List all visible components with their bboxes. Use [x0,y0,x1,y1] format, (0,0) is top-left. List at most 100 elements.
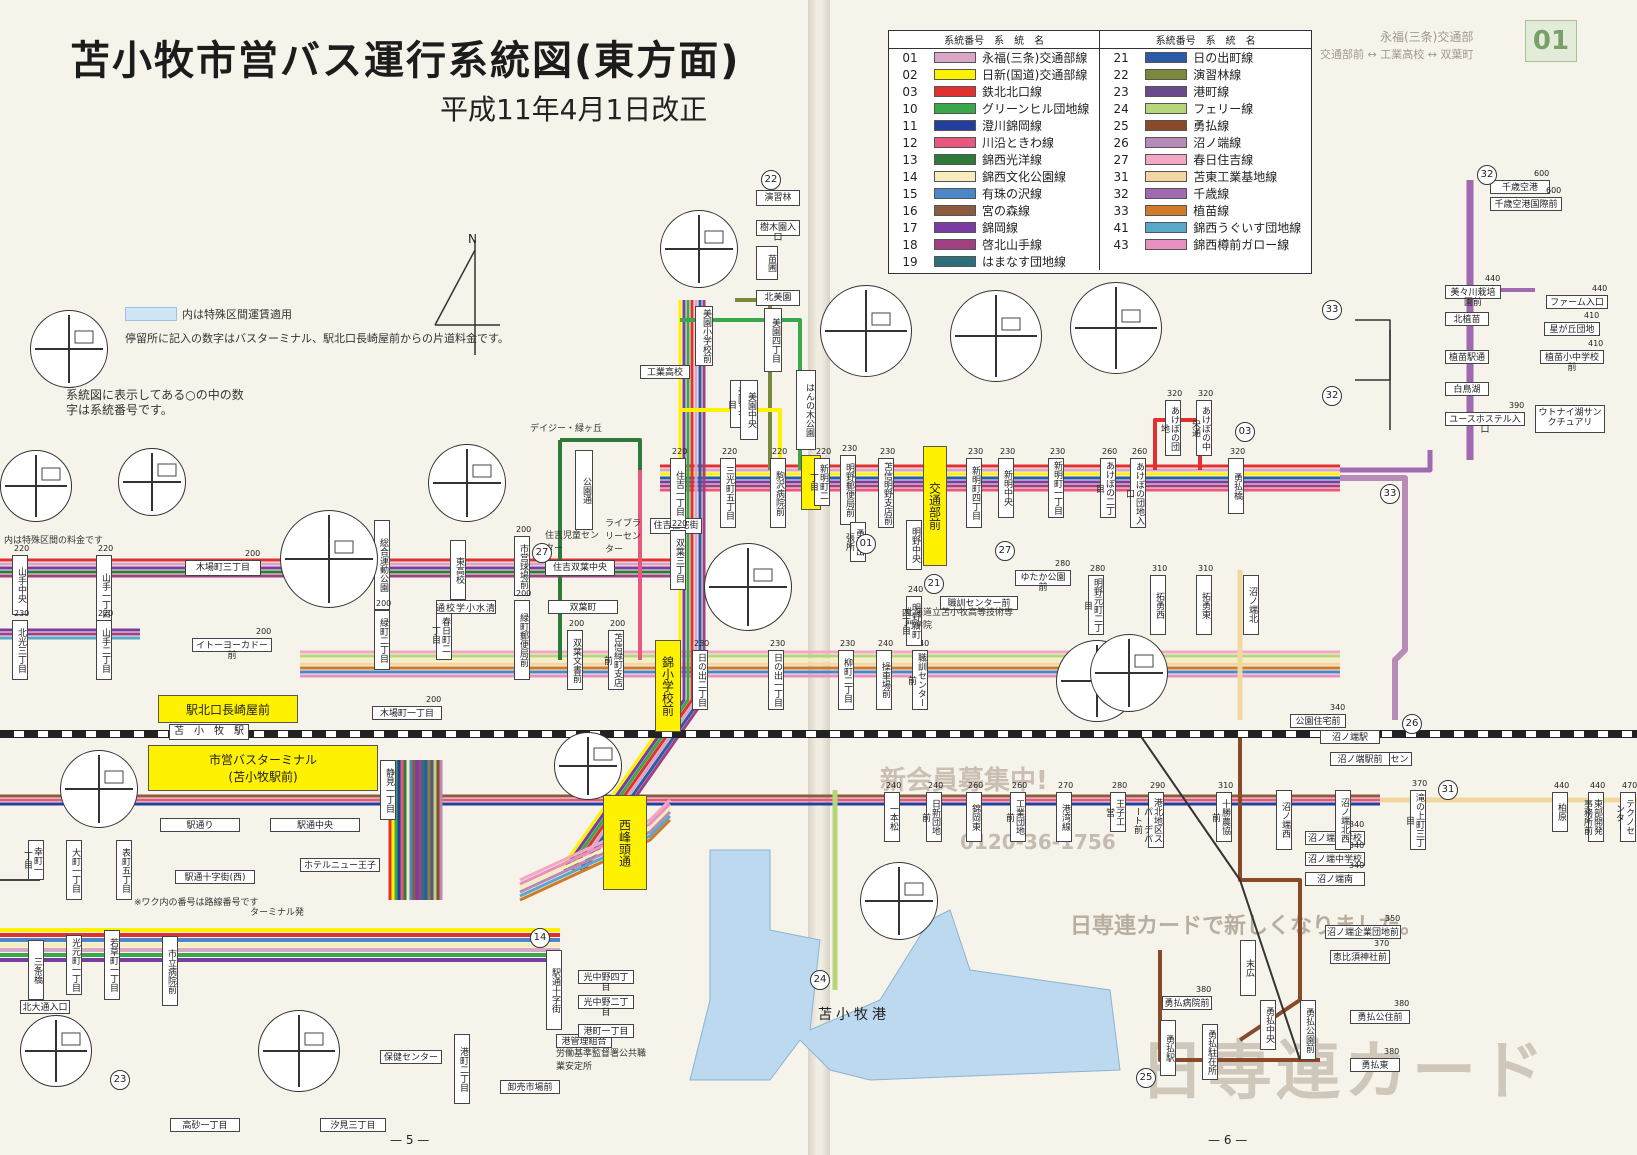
bus-stop[interactable]: 操車場前 [876,650,892,710]
bus-stop[interactable]: 保健センター [380,1050,442,1064]
bus-stop[interactable]: 港湾線 [1056,792,1072,842]
bus-stop[interactable]: 白鳥湖 [1445,382,1489,396]
tomakomai-station[interactable]: 苫 小 牧 駅 [169,724,249,740]
bus-stop[interactable]: ユースホステル入口 [1445,412,1525,435]
bus-stop[interactable]: 港北地区スーパーデパート前 [1132,792,1164,848]
bus-stop[interactable]: あけぼの団地 [1159,400,1181,456]
bus-stop[interactable]: 木場町三丁目 [185,560,261,576]
bus-stop[interactable]: 新明町四丁目 [966,458,982,528]
bus-stop[interactable]: 拓勇西 [1150,575,1166,635]
bus-stop[interactable]: 駒沢病院前 [770,458,786,528]
bus-stop[interactable]: 駅通中央 [270,818,360,832]
bus-stop[interactable]: 緑町二丁目 [374,610,390,670]
bus-stop[interactable]: 港町二丁目 [454,1034,470,1104]
bus-stop[interactable]: 港町一丁目 [578,1024,634,1038]
bus-stop[interactable]: 勇払公園前 [1300,1000,1316,1060]
bus-stop[interactable]: 光元町一丁目 [66,935,82,995]
bus-stop[interactable]: 十勝農協前 [1210,792,1232,842]
bus-stop[interactable]: 植苗駅通 [1445,350,1489,364]
nishimine-terminal[interactable]: 西峰頭通 [603,795,647,890]
bus-stop[interactable]: 幸町一丁目 [22,840,44,880]
bus-stop[interactable]: 東部開発事務所前 [1582,792,1604,842]
bus-stop[interactable]: 沼ノ端駅前 [1330,752,1390,766]
bus-stop[interactable]: 双葉町 [548,600,618,614]
bus-stop[interactable]: 山手二丁目 [96,620,112,680]
bus-stop[interactable]: 双葉三丁目 [670,530,686,590]
bus-stop[interactable]: 明野元町二丁目 [1082,575,1104,635]
bus-stop[interactable]: 明野新町四丁目 [900,596,922,646]
bus-stop[interactable]: イトーヨーカドー前 [192,638,272,661]
bus-stop[interactable]: あけぼの二丁目 [1094,458,1116,518]
bus-stop[interactable]: 勇払東 [1350,1058,1400,1072]
bus-stop[interactable]: 勇払橋 [1228,458,1244,514]
bus-stop[interactable]: 美園四丁目 [764,308,782,372]
bus-stop[interactable]: 苫信緑町支店前 [602,630,624,690]
bus-stop[interactable]: 樹木園入口 [756,220,800,243]
bus-stop[interactable]: 清水小学校通 [434,600,496,614]
bus-stop[interactable]: 新明町一丁目 [1048,458,1064,518]
bus-stop[interactable]: 沼ノ端企業団地前 [1325,925,1401,939]
bus-stop[interactable]: 美園小学校前 [695,306,713,366]
bus-stop[interactable]: 美々川栽培園前 [1445,285,1501,308]
bus-stop[interactable]: 駅通り [160,818,240,832]
bus-stop[interactable]: 工業高校 [640,365,690,379]
bus-stop[interactable]: 美園中央 [740,380,758,440]
bus-stop[interactable]: 沼ノ端北 [1243,575,1259,635]
bus-stop[interactable]: ホテルニュー王子 [300,858,380,872]
bus-stop[interactable]: 沼ノ端北西 [1335,790,1351,850]
bus-stop[interactable]: 表町五丁目 [116,840,132,900]
bus-stop[interactable]: ファーム入口 [1546,295,1608,309]
bus-stop[interactable]: 駅通十字街 [546,950,562,1030]
bus-stop[interactable]: 王子工営 [1104,792,1126,832]
bus-stop[interactable]: 千歳空港国際前 [1490,197,1562,211]
bus-stop[interactable]: 高砂一丁目 [170,1118,240,1132]
bus-stop[interactable]: ウトナイ湖サンクチュアリ [1535,405,1605,433]
bus-stop[interactable]: 三条橋 [28,940,44,1000]
bus-stop[interactable]: 沼ノ端中学校 [1305,852,1365,866]
bus-stop[interactable]: 苫信明野支店前 [878,458,894,528]
bus-stop[interactable]: 沼ノ端駅 [1320,730,1380,744]
bus-stop[interactable]: 光中野二丁目 [578,995,634,1018]
bus-stop[interactable]: 演習林 [756,190,800,206]
bus-stop[interactable]: 北光三丁目 [12,620,28,680]
bus-stop[interactable]: 錦岡東 [966,792,982,842]
bus-stop[interactable]: 双葉文書前 [567,630,583,690]
bus-stop[interactable]: 職訓センター前 [906,650,928,710]
bus-stop[interactable]: 静見一丁目 [380,760,396,820]
bus-stop[interactable]: 勇払駅 [1160,1020,1176,1076]
bus-stop[interactable]: 勇払公住前 [1350,1010,1410,1024]
bus-stop[interactable]: 公園住宅前 [1290,714,1346,728]
bus-stop[interactable]: 新明中央 [998,458,1014,518]
bus-stop[interactable]: テクノセンター [1614,792,1636,842]
north-exit-terminal[interactable]: 駅北口長崎屋前 [158,695,298,723]
bus-stop[interactable]: 職訓センター前 [940,596,1018,610]
bus-stop[interactable]: 柳町二丁目 [838,650,854,710]
bus-stop[interactable]: 滝の上町三丁目 [1404,790,1426,850]
bus-stop[interactable]: はんの木公園 [796,370,816,450]
bus-stop[interactable]: 木場町一丁目 [372,706,442,720]
bus-stop[interactable]: 日の出二丁目 [692,650,708,710]
bus-stop[interactable]: 北美園 [756,290,800,306]
bus-stop[interactable]: 拓勇東 [1196,575,1212,635]
bus-stop[interactable]: 勇払病院前 [1162,996,1212,1010]
bus-stop[interactable]: 明野郵便局前 [840,455,856,525]
bus-stop[interactable]: 市立病院前 [162,936,178,1006]
bus-stop[interactable]: 春日町二丁目 [430,610,452,660]
bus-stop[interactable]: 山手一丁目 [96,555,112,635]
bus-stop[interactable]: 植苗小中学校前 [1540,350,1604,373]
bus-stop[interactable]: 柏原 [1552,792,1568,832]
bus-stop[interactable]: 日新団地前 [920,792,942,842]
bus-stop[interactable]: 勇払中央 [1260,1000,1276,1050]
bus-terminal[interactable]: 市営バスターミナル (苫小牧駅前) [148,745,378,791]
bus-stop[interactable]: 新明町二丁目 [808,458,830,506]
bus-stop[interactable]: 住吉双葉中央 [545,560,615,576]
bus-stop[interactable]: 工業団地前 [1004,792,1026,842]
bus-stop[interactable]: 星が丘団地 [1544,322,1600,336]
bus-stop[interactable]: 沼ノ端西 [1276,790,1292,850]
bus-stop[interactable]: 末広 [1240,940,1256,996]
bus-stop[interactable]: 住吉一丁目 [670,458,686,528]
bus-stop[interactable]: 卸売市場前 [500,1080,560,1094]
bus-stop[interactable]: 緑町郵便局前 [514,600,530,680]
bus-stop[interactable]: 東高校 [450,540,466,600]
kotsubu-terminal[interactable]: 交通部前 [923,446,947,566]
